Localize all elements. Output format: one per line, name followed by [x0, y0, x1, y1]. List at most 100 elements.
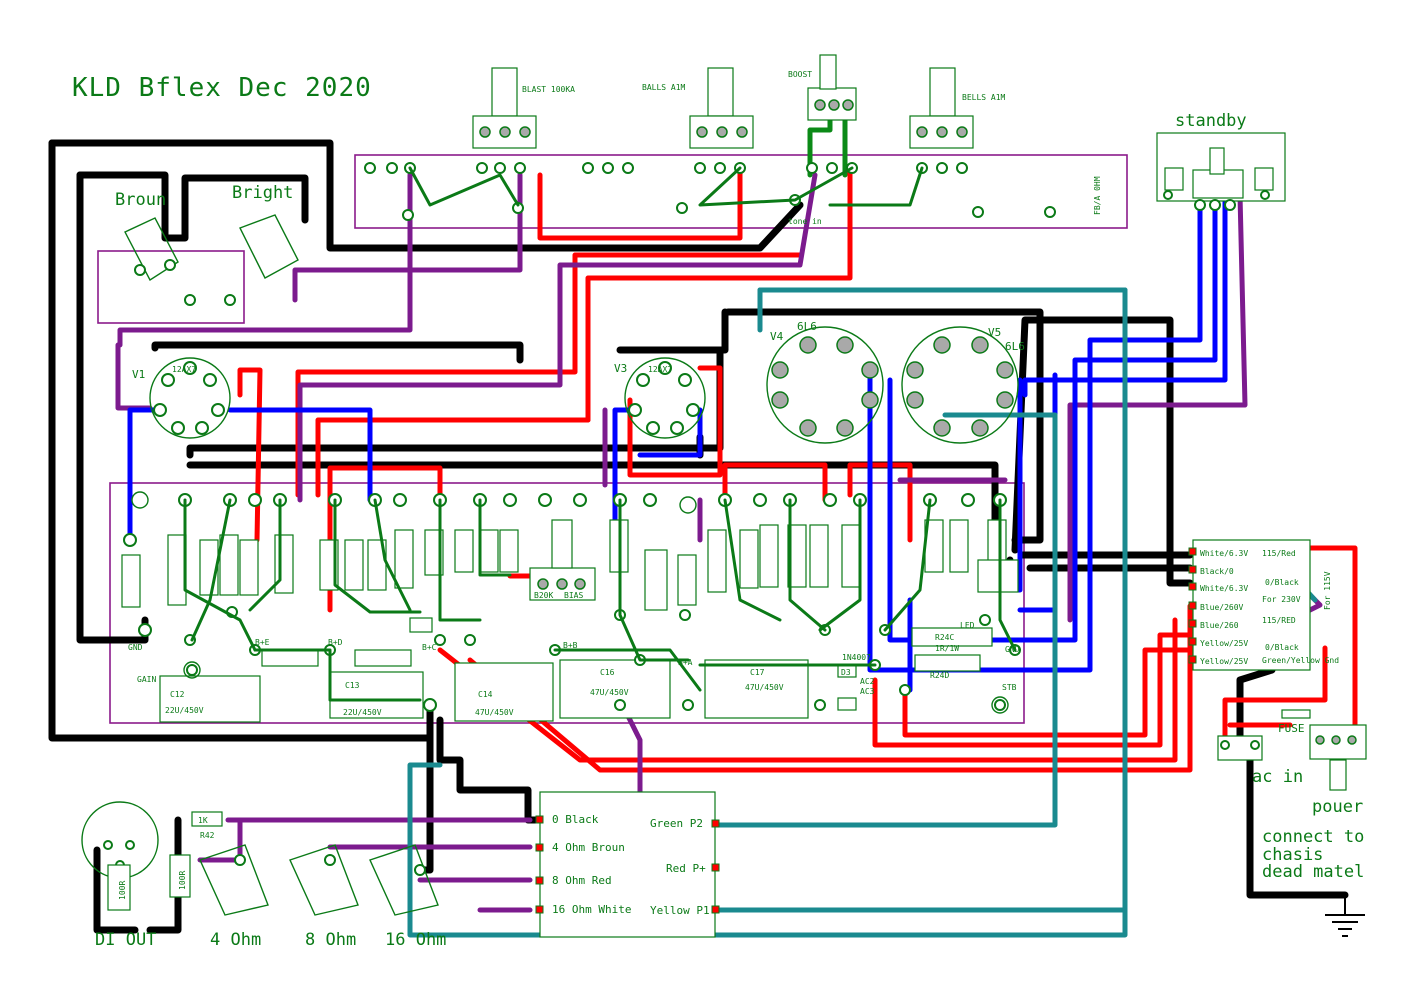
- standby-label: standby: [1175, 111, 1247, 131]
- pot-bells[interactable]: BELLS A1M: [909, 67, 1006, 149]
- input-jack-broun[interactable]: [124, 217, 179, 282]
- switch-boost-label: BOOST: [788, 70, 812, 79]
- c14-label: C14: [478, 690, 493, 699]
- r24d-label: R24D: [930, 671, 949, 680]
- power-label: pouer: [1312, 797, 1363, 817]
- bias-pot-value: B20K: [534, 591, 553, 600]
- out-4-broun: 4 Ohm Broun: [552, 841, 625, 854]
- v1-type: 12AX7: [172, 365, 196, 374]
- r24c-label: R24C: [935, 633, 954, 642]
- input-jack-bright[interactable]: [184, 214, 299, 306]
- tx-gnd: Green/Yellow Gnd: [1262, 656, 1339, 665]
- out-red-pplus: Red P+: [666, 862, 706, 875]
- output-transformer: 0 Black 4 Ohm Broun 8 Ohm Red 16 Ohm Whi…: [535, 791, 720, 938]
- v3-type: 12AX7: [648, 365, 672, 374]
- input-bright-label: Bright: [232, 183, 293, 203]
- ground-icon: [1325, 895, 1365, 937]
- tx-white-63-b: White/6.3V: [1200, 584, 1248, 593]
- r42-label: R42: [200, 831, 215, 840]
- diode-label: 1N4007: [842, 653, 871, 662]
- gain-label: GAIN: [137, 675, 156, 684]
- r24c-value: 1R/1W: [935, 644, 959, 653]
- tube-v1: V1 12AX7: [132, 357, 231, 439]
- v5-type: 6L6: [1005, 340, 1025, 353]
- tx-0-black-a: 0/Black: [1265, 578, 1299, 587]
- r44-value: 100R: [118, 881, 127, 900]
- v1-label: V1: [132, 368, 145, 381]
- standby-switch[interactable]: standby: [1156, 111, 1286, 211]
- c13-label: C13: [345, 681, 360, 690]
- out-green-p2: Green P2: [650, 817, 703, 830]
- out-0-black: 0 Black: [552, 813, 599, 826]
- pot-bells-label: BELLS A1M: [962, 93, 1006, 102]
- fb-label: FB/A 0HM: [1093, 176, 1102, 215]
- fuse-label: FUSE: [1278, 722, 1305, 735]
- tx-blue-260-b: Blue/260: [1200, 621, 1239, 630]
- pot-board-pads: tone in FB/A 0HM: [364, 162, 1102, 226]
- bpd-label: B+D: [328, 638, 343, 647]
- pot-blast[interactable]: BLAST 100KA: [472, 67, 575, 149]
- power-switch[interactable]: pouer: [1309, 724, 1367, 817]
- ac2-label: AC2: [860, 677, 875, 686]
- jack-16-ohm[interactable]: 16 Ohm: [369, 844, 446, 950]
- tube-v4: V4 6L6: [766, 320, 884, 444]
- out-16-white: 16 Ohm White: [552, 903, 631, 916]
- c16-value: 47U/450V: [590, 688, 629, 697]
- main-board-components: B20K BIAS R24C 1R/1W R24D 1N4007 D3 AC2 …: [121, 491, 1021, 723]
- r43-value: 100R: [178, 871, 187, 890]
- tube-v5: V5 6L6: [901, 326, 1025, 444]
- chassis-note-1: connect to: [1262, 827, 1364, 847]
- tx-115-red-b: 115/RED: [1262, 616, 1296, 625]
- ohm4-label: 4 Ohm: [210, 930, 261, 950]
- pot-balls[interactable]: BALLS A1M: [642, 67, 754, 149]
- pot-blast-label: BLAST 100KA: [522, 85, 575, 94]
- chassis-note-2: chasis: [1262, 845, 1323, 865]
- tx-for-115: For 115V: [1323, 571, 1332, 610]
- r42-value: 1K: [198, 816, 208, 825]
- tone-in-label: tone in: [788, 217, 822, 226]
- tx-yellow-25-b: Yellow/25V: [1200, 657, 1248, 666]
- ohm8-label: 8 Ohm: [305, 930, 356, 950]
- main-board: [109, 482, 1025, 724]
- tx-for-230: For 230V: [1262, 595, 1301, 604]
- out-8-red: 8 Ohm Red: [552, 874, 612, 887]
- v3-label: V3: [614, 362, 627, 375]
- fuse-holder: FUSE: [1278, 709, 1311, 735]
- c17-label: C17: [750, 668, 765, 677]
- input-board: [97, 250, 245, 324]
- chassis-note-3: dead matel: [1262, 862, 1364, 882]
- bpb-label: B+B: [563, 641, 578, 650]
- v5-label: V5: [988, 326, 1001, 339]
- led-label: LED: [960, 621, 975, 630]
- v4-type: 6L6: [797, 320, 817, 333]
- c12-value: 22U/450V: [165, 706, 204, 715]
- bpc-label: B+C: [422, 643, 437, 652]
- ac-in-label: ac in: [1252, 767, 1303, 787]
- tx-115-red: 115/Red: [1262, 549, 1296, 558]
- ac-inlet[interactable]: ac in: [1217, 735, 1303, 787]
- teal-wires: [407, 287, 1318, 938]
- out-yellow-p1: Yellow P1: [650, 904, 710, 917]
- c16-label: C16: [600, 668, 615, 677]
- tx-yellow-25-a: Yellow/25V: [1200, 639, 1248, 648]
- jack-8-ohm[interactable]: 8 Ohm: [289, 844, 359, 950]
- tx-black-0: Black/0: [1200, 567, 1234, 576]
- bpe-label: B+E: [255, 638, 270, 647]
- ohm16-label: 16 Ohm: [385, 930, 446, 950]
- v4-label: V4: [770, 330, 784, 343]
- xlr-di-out[interactable]: 100R 100R 1K R42 DI OUT: [81, 801, 223, 950]
- gnd-label-left: GND: [128, 643, 143, 652]
- switch-boost[interactable]: BOOST: [788, 54, 857, 121]
- bpa-label: B+A: [678, 658, 693, 667]
- power-transformer: White/6.3V Black/0 White/6.3V Blue/260V …: [1188, 539, 1339, 671]
- c17-value: 47U/450V: [745, 683, 784, 692]
- jack-4-ohm[interactable]: 4 Ohm: [199, 844, 269, 950]
- tx-blue-260-a: Blue/260V: [1200, 603, 1244, 612]
- stb-label: STB: [1002, 683, 1017, 692]
- input-broun-label: Broun: [115, 190, 166, 210]
- pot-balls-label: BALLS A1M: [642, 83, 686, 92]
- d3-label: D3: [841, 668, 851, 677]
- di-out-label: DI OUT: [95, 930, 156, 950]
- ac3-label: AC3: [860, 687, 875, 696]
